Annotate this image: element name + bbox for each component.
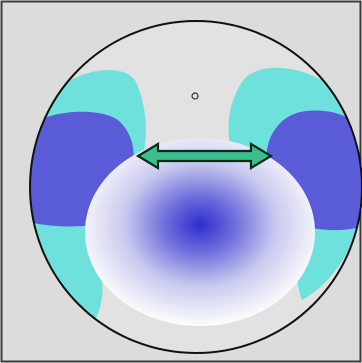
arrow-shape xyxy=(135,142,274,170)
disc-outline xyxy=(29,20,362,354)
double-headed-arrow-icon xyxy=(135,142,274,170)
central-ellipse xyxy=(85,138,315,326)
small-circle-marker-icon xyxy=(191,92,199,100)
